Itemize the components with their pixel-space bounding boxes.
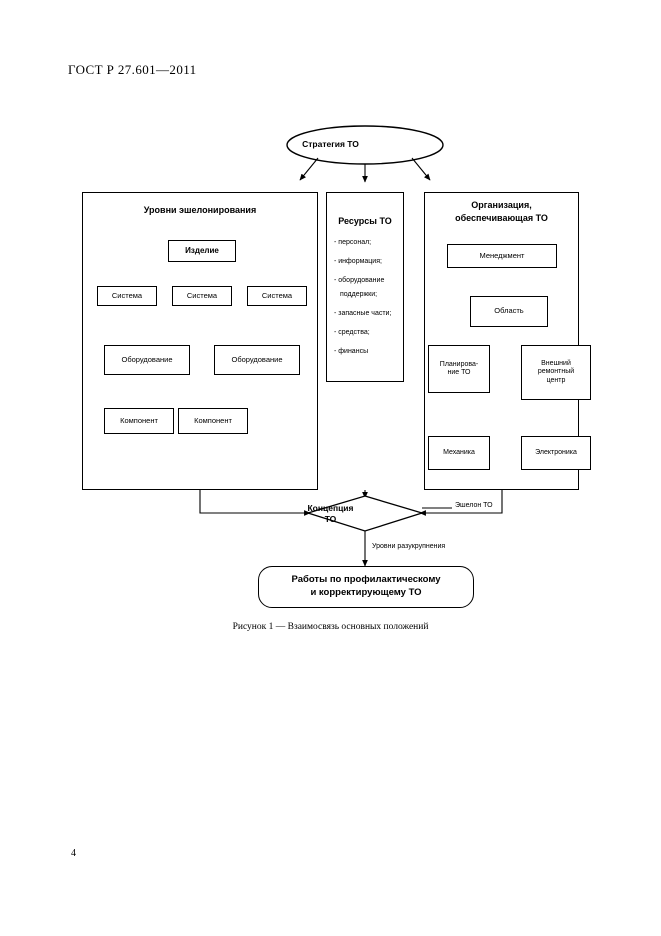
node-mechanics: Механика — [428, 436, 490, 470]
node-area: Область — [470, 296, 548, 327]
works-box: Работы по профилактическому и корректиру… — [258, 566, 474, 608]
node-equipment-2: Оборудование — [214, 345, 300, 375]
panel-levels-title: Уровни эшелонирования — [143, 205, 257, 215]
resource-item-1: - информация; — [334, 258, 382, 265]
strategy-label: Стратегия ТО — [302, 139, 359, 149]
node-system-1: Система — [97, 286, 157, 306]
works-label-line2: и корректирующему ТО — [310, 587, 422, 598]
node-external-repair-center: Внешний ремонтный центр — [521, 345, 591, 400]
page-number: 4 — [71, 848, 76, 859]
works-label-line1: Работы по профилактическому — [291, 574, 441, 586]
panel-organization-title-line1: Организация, — [471, 200, 532, 210]
resource-item-3: поддержки; — [340, 291, 378, 298]
panel-levels — [82, 192, 318, 490]
echelon-label: Эшелон ТО — [455, 502, 493, 509]
concept-label-line1: Концепция — [307, 503, 354, 513]
figure-caption: Рисунок 1 — Взаимосвязь основных положен… — [232, 622, 429, 632]
resource-item-6: - финансы — [334, 348, 369, 355]
concept-label-line2: ТО — [324, 514, 337, 524]
node-system-2: Система — [172, 286, 232, 306]
resource-item-0: - персонал; — [334, 239, 372, 246]
resource-item-5: - средства; — [334, 329, 370, 336]
node-component-1: Компонент — [104, 408, 174, 434]
node-management: Менеджмент — [447, 244, 557, 268]
node-system-3: Система — [247, 286, 307, 306]
node-electronics: Электроника — [521, 436, 591, 470]
node-planning: Планирова- ние ТО — [428, 345, 490, 393]
standard-title: ГОСТ Р 27.601—2011 — [68, 62, 197, 77]
node-equipment-1: Оборудование — [104, 345, 190, 375]
panel-resources-title: Ресурсы ТО — [338, 216, 392, 226]
panel-organization-title-line2: обеспечивающая ТО — [455, 213, 548, 223]
resource-item-2: - оборудование — [334, 277, 385, 284]
node-component-2: Компонент — [178, 408, 248, 434]
dismantle-levels-label: Уровни разукрупнения — [372, 543, 446, 550]
resource-item-4: - запасные части; — [334, 310, 392, 317]
panel-resources — [326, 192, 404, 382]
node-product: Изделие — [168, 240, 236, 262]
